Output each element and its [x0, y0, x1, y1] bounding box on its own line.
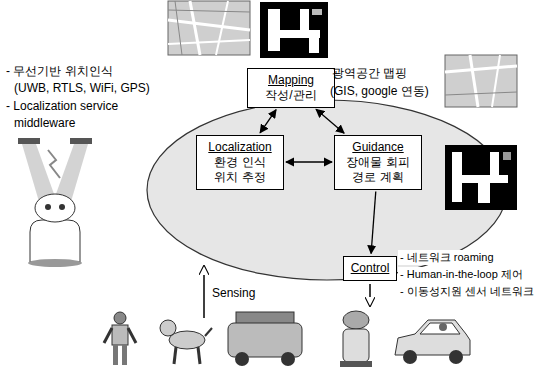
wireless-signal	[48, 150, 60, 178]
map-road	[190, 1, 200, 55]
car-wheel	[449, 350, 463, 364]
robot-top	[236, 312, 294, 324]
control-box: Control	[343, 256, 398, 281]
control-arrow	[369, 284, 371, 306]
robot-head	[35, 194, 75, 222]
dog-tail	[205, 328, 212, 336]
robot-eye	[45, 204, 51, 210]
annotation-text: - Localization service	[6, 99, 118, 114]
box-title: Guidance	[342, 140, 414, 155]
car-wheel	[403, 350, 417, 364]
humanoid-arm	[104, 328, 112, 343]
robot-body	[30, 220, 80, 262]
map-street	[445, 92, 517, 95]
dog-head	[160, 320, 176, 336]
humanoid-leg	[113, 345, 118, 365]
floor-corridor	[268, 9, 280, 51]
annotation-text: - 이동성지원 센서 네트워크	[398, 284, 536, 299]
robot-wheel	[235, 352, 249, 366]
annotation-text: (UWB, RTLS, WiFi, GPS)	[14, 81, 150, 96]
map-road	[445, 66, 517, 72]
connector-arrow	[316, 109, 344, 133]
floor-corridor	[452, 152, 462, 202]
annotation-text: 광역공간 맵핑	[332, 66, 407, 81]
connector-arrow	[260, 110, 276, 133]
map-street	[175, 1, 182, 55]
humanoid-leg	[122, 345, 127, 365]
small-robot-head	[343, 311, 369, 329]
map-road	[168, 20, 250, 30]
annotation-text: (GIS, google 연동)	[330, 84, 429, 99]
annotation-text: - 네트워크 roaming	[398, 250, 496, 265]
map-street	[168, 10, 250, 12]
floor-corridor	[280, 30, 320, 38]
box-body: 장애물 회피 경로 계획	[342, 155, 414, 185]
box-body: 작성/관리	[255, 88, 327, 103]
localization-box: Localization환경 인식 위치 추정	[196, 135, 284, 190]
floor-room	[503, 152, 511, 160]
floor-plan	[445, 145, 517, 210]
humanoid-arm	[128, 328, 136, 343]
dog-leg	[174, 347, 176, 364]
mapping-box: Mapping작성/관리	[247, 68, 335, 108]
box-title: Localization	[204, 140, 276, 155]
dog-leg	[198, 347, 200, 364]
map-road	[216, 1, 228, 55]
annotation-text: Sensing	[212, 286, 255, 301]
floor-corridor	[478, 183, 490, 203]
robot-base	[28, 259, 82, 267]
driver-head	[439, 323, 447, 331]
box-title: Control	[351, 261, 390, 276]
floor-corridor	[462, 175, 508, 183]
city-map	[168, 1, 250, 55]
spotlight	[70, 138, 92, 144]
robot-wheel	[281, 352, 295, 366]
annotation-text: - Human-in-the-loop 제어	[398, 267, 525, 282]
map-road	[470, 55, 478, 107]
humanoid-head	[114, 312, 126, 324]
floor-corridor	[490, 152, 499, 175]
box-body: 환경 인식 위치 추정	[204, 155, 276, 185]
box-title: Mapping	[255, 73, 327, 88]
floor-plan	[260, 2, 328, 58]
annotation-text: middleware	[14, 116, 75, 131]
connector-arrow	[371, 191, 376, 253]
floor-corridor	[309, 38, 319, 53]
annotation-text: - 무선기반 위치인식	[6, 64, 113, 79]
robot-chassis	[228, 323, 302, 357]
robot-eye	[59, 204, 65, 210]
spotlight	[18, 138, 40, 144]
connector-arrow	[286, 161, 332, 162]
humanoid-torso	[112, 325, 128, 345]
dog-body	[169, 331, 205, 349]
system-ellipse	[147, 100, 507, 280]
map-road	[492, 55, 500, 107]
guidance-box: Guidance장애물 회피 경로 계획	[334, 135, 422, 190]
city-map	[445, 55, 517, 107]
small-robot-base	[340, 361, 372, 367]
car-window	[420, 323, 460, 334]
floor-corridor	[300, 9, 309, 31]
car-body	[395, 320, 470, 355]
floor-room	[312, 9, 322, 15]
sensing-arrow	[203, 266, 205, 318]
small-robot-body	[343, 329, 369, 362]
